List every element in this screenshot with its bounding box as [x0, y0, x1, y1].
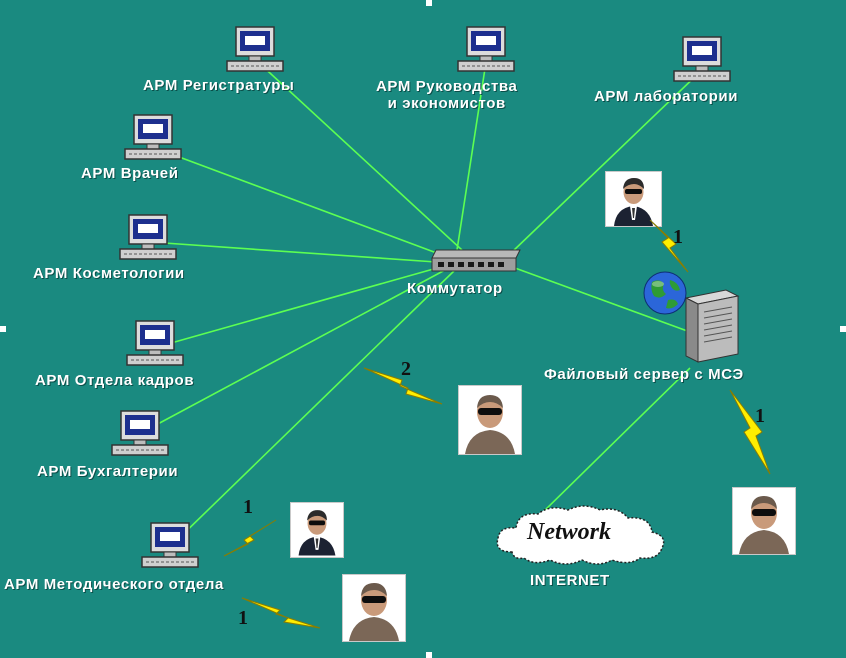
person-icon [605, 171, 662, 227]
resize-handle[interactable] [426, 652, 432, 658]
lightning-bolt-icon [363, 367, 443, 405]
switch-icon [431, 249, 521, 272]
threat-number: 1 [238, 607, 248, 629]
link-kosmetologii [149, 241, 437, 263]
threat-number: 1 [243, 496, 253, 518]
link-otdela-kadrov [156, 267, 438, 348]
link-metodicheskogo [171, 269, 456, 546]
computer-icon [119, 214, 177, 260]
lightning-bolt-icon [649, 219, 689, 273]
lightning-bolt-icon [241, 597, 321, 629]
label-arm-metodicheskogo: АРМ Методического отдела [4, 576, 224, 593]
label-internet: INTERNET [530, 572, 610, 589]
label-arm-registratury: АРМ Регистратуры [143, 77, 295, 94]
label-switch: Коммутатор [407, 280, 503, 297]
lightning-bolt-icon [729, 389, 771, 475]
link-rukovodstva [456, 61, 487, 251]
label-arm-kosmetologii: АРМ Косметологии [33, 265, 185, 282]
computer-icon [226, 26, 284, 72]
label-arm-rukovodstva-line1: АРМ Руководства [376, 78, 518, 95]
threat-number: 1 [755, 405, 765, 427]
lightning-bolt-icon [223, 519, 277, 557]
cloud-icon [496, 505, 665, 565]
label-arm-rukovodstva: АРМ Руководства и экономистов [376, 78, 518, 112]
resize-handle[interactable] [840, 326, 846, 332]
link-registratury [257, 61, 476, 263]
resize-handle[interactable] [426, 0, 432, 6]
resize-handle[interactable] [0, 326, 6, 332]
threat-number: 2 [401, 358, 411, 380]
globe-icon [643, 271, 687, 315]
computer-icon [126, 320, 184, 366]
computer-icon [673, 36, 731, 82]
threat-number: 1 [673, 226, 683, 248]
label-arm-vrachey: АРМ Врачей [81, 165, 179, 182]
server-icon [684, 289, 740, 363]
computer-icon [124, 114, 182, 160]
person-icon [290, 502, 344, 558]
network-label: Network [527, 519, 611, 545]
person-icon [458, 385, 522, 455]
label-arm-otdela-kadrov: АРМ Отдела кадров [35, 372, 195, 389]
link-internet [539, 367, 691, 516]
link-buhgalterii [140, 269, 446, 434]
label-arm-buhgalterii: АРМ Бухгалтерии [37, 463, 179, 480]
person-icon [342, 574, 406, 642]
label-arm-rukovodstva-line2: и экономистов [387, 95, 506, 112]
label-file-server: Файловый сервер с МСЭ [544, 366, 744, 383]
link-server [514, 267, 691, 333]
computer-icon [141, 522, 199, 568]
person-icon [732, 487, 796, 555]
link-laboratorii [511, 69, 703, 253]
computer-icon [457, 26, 515, 72]
label-arm-laboratorii: АРМ лаборатории [594, 88, 739, 105]
computer-icon [111, 410, 169, 456]
link-vrachey [154, 147, 443, 256]
